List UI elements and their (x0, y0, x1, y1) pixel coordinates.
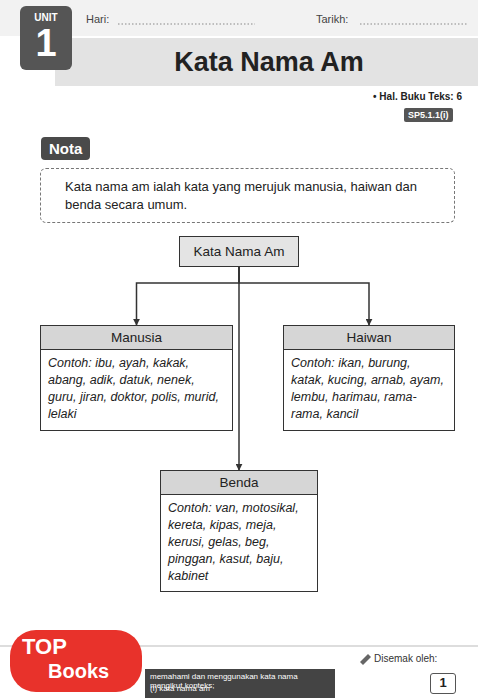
page-number: 1 (430, 673, 456, 694)
watermark-text: Books (48, 660, 109, 683)
standard-code: SP5.1.1(i) (404, 108, 453, 122)
footer-text: (i) kata nama am (150, 684, 332, 693)
category-box: BendaContoh: van, motosikal, kereta, kip… (160, 470, 318, 592)
dotted-line (360, 24, 468, 25)
unit-label: UNIT (22, 12, 70, 24)
date-field: Tarikh: (316, 13, 348, 26)
box-heading: Manusia (41, 326, 232, 350)
box-heading: Nota (41, 137, 90, 160)
page-title: Kata Nama Am (60, 47, 478, 78)
dotted-line (118, 24, 255, 25)
category-box: ManusiaContoh: ibu, ayah, kakak, abang, … (40, 325, 233, 431)
box-label: Kata Nama Am (186, 244, 292, 259)
box-body: Contoh: ibu, ayah, kakak, abang, adik, d… (41, 350, 232, 430)
box-body: Contoh: ikan, burung, katak, kucing, arn… (284, 350, 454, 430)
pencil-icon (360, 654, 371, 665)
watermark-logo (10, 630, 142, 692)
connector-arrow (137, 267, 240, 325)
page-reference: • Hal. Buku Teks: 6 (290, 91, 462, 103)
root-box: Kata Nama Am (179, 236, 299, 267)
title-bar (55, 38, 478, 86)
box-heading: Haiwan (284, 326, 454, 350)
footer-band (145, 669, 335, 698)
watermark-text: TOP (22, 634, 67, 659)
date-field: Hari: (86, 13, 109, 26)
category-box: HaiwanContoh: ikan, burung, katak, kucin… (283, 325, 455, 431)
box-body: Kata nama am ialah kata yang merujuk man… (53, 178, 442, 213)
box-heading: Benda (161, 471, 317, 495)
connector-arrow (238, 267, 240, 470)
unit-tab (20, 6, 72, 70)
checked-by: Disemak oleh: (374, 653, 437, 665)
connector-arrow (239, 267, 369, 325)
unit-number: 1 (22, 24, 70, 62)
note-box: NotaKata nama am ialah kata yang merujuk… (40, 168, 455, 223)
box-body: Contoh: van, motosikal, kereta, kipas, m… (161, 495, 317, 591)
